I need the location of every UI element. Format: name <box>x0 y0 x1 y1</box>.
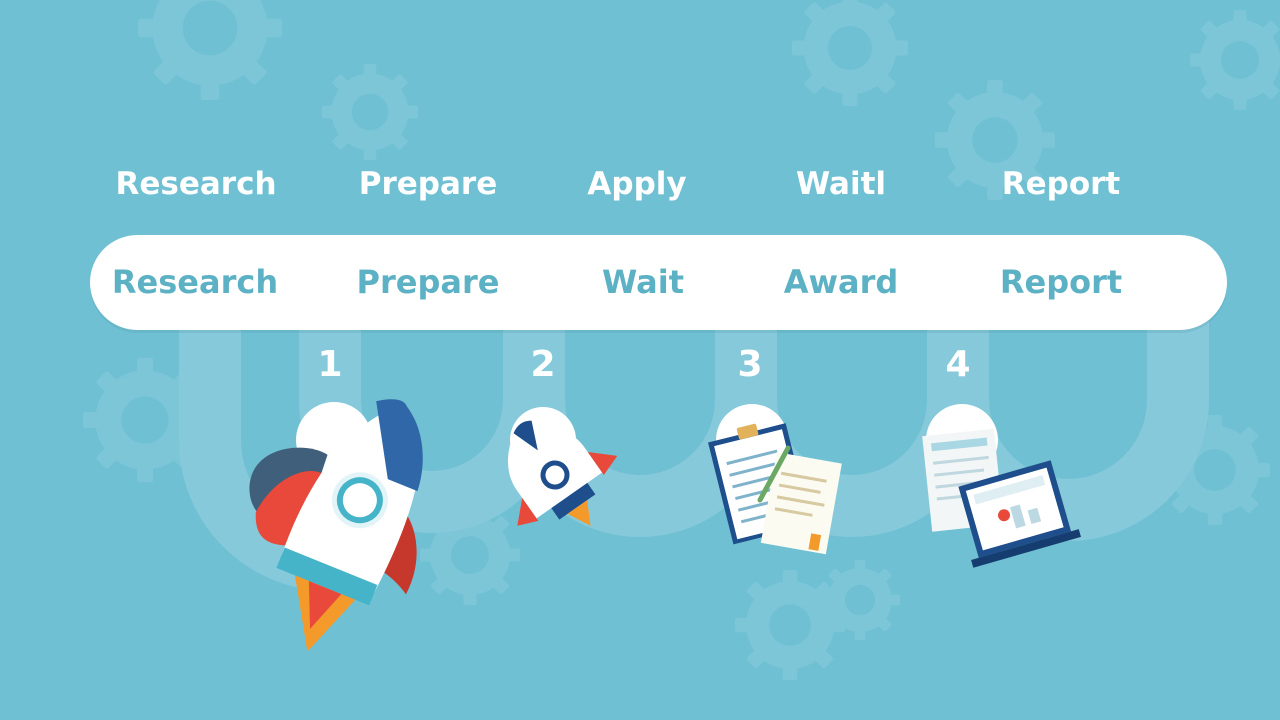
gear-icon <box>820 560 900 640</box>
bar-label-wait: Wait <box>601 263 684 301</box>
laptop-report-icon <box>922 428 1081 568</box>
gear-icon <box>420 505 520 605</box>
gear-icon <box>322 64 418 160</box>
bar-label-research: Research <box>111 263 279 301</box>
step-number-3: 3 <box>737 344 763 385</box>
clipboard-document-icon <box>708 423 842 555</box>
step-number-4: 4 <box>945 344 971 385</box>
small-rocket-icon <box>508 420 618 526</box>
top-label-wait: Waitl <box>795 166 887 202</box>
gear-icon <box>138 0 282 101</box>
gear-icon <box>792 0 908 107</box>
gear-icon <box>1160 415 1270 525</box>
top-label-prepare: Prepare <box>358 166 498 202</box>
step-number-1: 1 <box>317 344 343 385</box>
gear-icon <box>735 570 845 680</box>
top-label-apply: Apply <box>587 166 687 202</box>
rocket-icon <box>249 399 423 652</box>
gear-icon <box>83 358 207 482</box>
bar-label-award: Award <box>783 263 899 301</box>
step-number-2: 2 <box>530 344 556 385</box>
top-label-research: Research <box>115 166 277 202</box>
gear-icon <box>935 80 1055 200</box>
bar-label-prepare: Prepare <box>356 263 500 301</box>
stage-bar <box>90 235 1227 330</box>
top-label-report: Report <box>1001 166 1121 202</box>
gear-icon <box>1190 10 1280 110</box>
bar-label-report: Report <box>999 263 1123 301</box>
